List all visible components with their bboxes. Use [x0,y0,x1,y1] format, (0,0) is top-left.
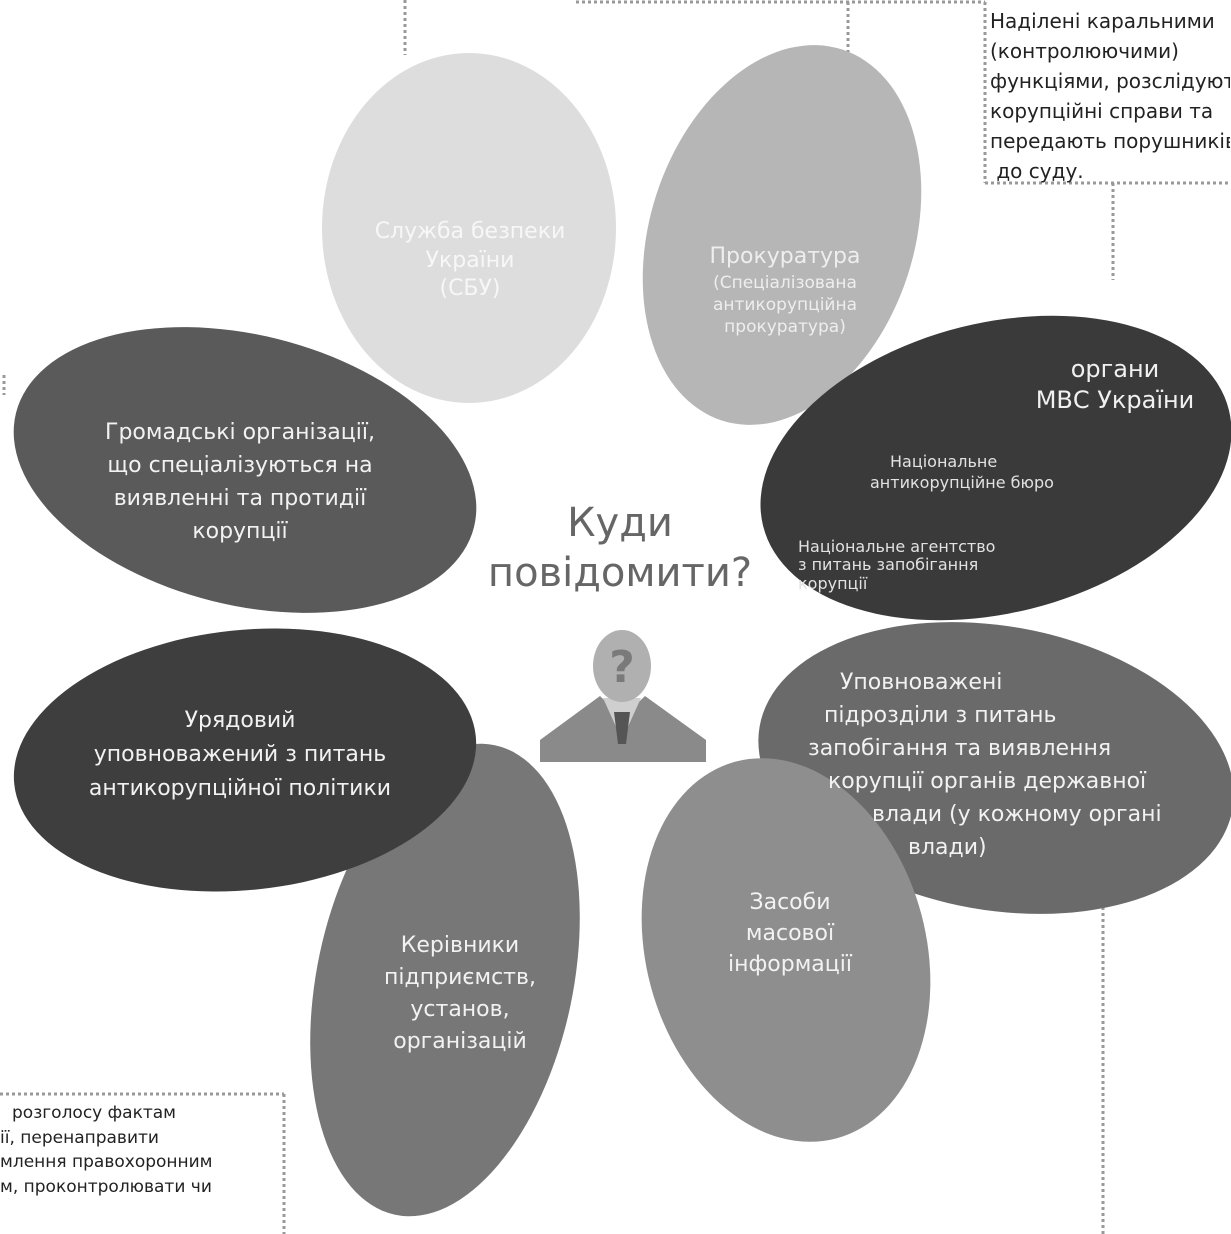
petal-ngo-line: виявленні та протидії [113,486,367,511]
petal-sbu-line: України [425,247,515,273]
center-question-line1: Куди [567,500,673,546]
note-bottom-left-line: м, проконтролювати чи [0,1176,212,1197]
note-bottom-left-line: розголосу фактам [12,1103,177,1123]
petal-mvs-nazk-line: Національне агентство [798,537,996,556]
petal-authorized-units-line: корупції органів державної [828,769,1147,794]
petal-prosecutor-label: Прокуратура (Спеціалізована антикорупцій… [670,243,900,338]
petal-heads-line: організацій [393,1028,527,1054]
petal-mvs-nazk: Національне агентство з питань запобіган… [798,537,996,593]
petal-mvs-nazk-line: корупції [798,573,868,593]
note-top-right-line: передають порушників [990,129,1230,153]
note-top-right-line: (контролюючими) [990,39,1179,63]
note-bottom-left-line: млення правохоронним [0,1152,213,1173]
petal-heads-line: установ, [410,996,510,1022]
petal-heads-line: підприємств, [384,964,536,990]
petal-sbu-label: Служба безпеки України (СБУ) [330,218,610,304]
petal-authorized-units-label: Уповноважені підрозділи з питань запобіг… [808,666,1162,864]
note-top-right-line: функціями, розслідують [990,69,1230,93]
petal-mvs-title-line: органи [1070,355,1160,383]
petal-gov-commissioner [13,628,477,892]
petal-media [641,758,931,1142]
petal-gov-commissioner-line: Урядовий [184,708,296,733]
note-top-right-line: до суду. [990,159,1084,183]
petal-authorized-units-line: Уповноважені [840,670,1003,695]
petal-media-line: інформації [727,951,852,977]
note-top-right: Наділені каральними (контролюючими) функ… [990,6,1230,186]
petal-authorized-units-line: влади (у кожному органі [872,802,1162,827]
petal-sbu-line: Служба безпеки [374,219,566,244]
petal-mvs [760,315,1231,621]
svg-text:?: ? [609,642,635,693]
petal-mvs-nab-line: антикорупційне бюро [870,472,1054,492]
petal-ngo-line: що спеціалізуються на [107,453,373,478]
petal-prosecutor-line: антикорупційна [713,294,857,315]
petal-media-label: Засоби масової інформації [680,888,900,980]
note-top-right-line: корупційні справи та [990,99,1214,123]
petal-prosecutor [642,45,922,425]
petal-ngo-label: Громадські організації, що спеціалізують… [60,416,420,548]
petal-ngo [13,327,477,613]
note-top-right-line: Наділені каральними [990,9,1215,33]
petal-mvs-nab-line: Національне [890,452,998,471]
petal-media-line: масової [745,920,835,946]
petal-media-line: Засоби [749,890,831,915]
petal-authorized-units-line: підрозділи з питань [824,703,1057,728]
petal-gov-commissioner-label: Урядовий уповноважений з питань антикору… [50,704,430,806]
petal-gov-commissioner-line: антикорупційної політики [88,776,392,802]
petal-mvs-title-line: МВС України [1035,386,1195,415]
petal-heads-line: Керівники [400,933,520,958]
petal-ngo-line: корупції [192,519,288,544]
center-question: Куди повідомити? [470,498,770,598]
petal-authorized-units-line: запобігання та виявлення [808,736,1112,761]
question-person-icon: ? [540,630,706,762]
petal-mvs-nab: Національне антикорупційне бюро [870,452,1054,494]
petal-heads-label: Керівники підприємств, установ, організа… [350,930,570,1058]
petal-gov-commissioner-line: уповноважений з питань [93,742,387,768]
petal-sbu-line: (СБУ) [439,276,501,302]
petal-prosecutor-title: Прокуратура [709,244,861,269]
petal-heads [310,743,580,1217]
note-bottom-left-line: ії, перенаправити [0,1127,159,1148]
petal-mvs-title: органи МВС України [1000,354,1230,416]
petal-mvs-nazk-line: з питань запобігання [798,555,979,575]
petal-sbu [322,53,616,403]
petal-prosecutor-line: (Спеціалізована [713,272,857,293]
petal-authorized-units-line: влади) [908,835,987,860]
petal-prosecutor-line: прокуратура) [724,316,846,337]
note-bottom-left: розголосу фактам ії, перенаправити мленн… [0,1101,270,1200]
center-question-line2: повідомити? [487,550,753,596]
petal-ngo-line: Громадські організації, [105,420,375,445]
